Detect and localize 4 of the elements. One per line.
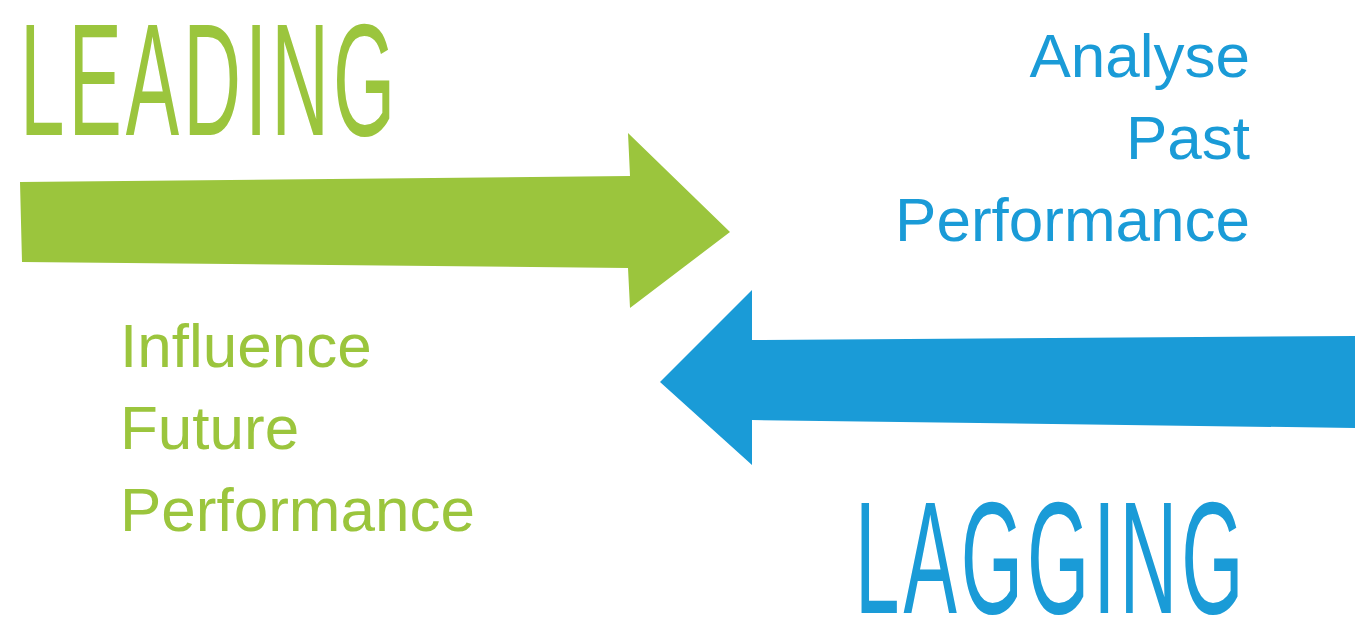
heading: LAGGING [855, 478, 1248, 621]
heading: LEADING [20, 0, 400, 160]
caption-text: Influence Future Performance [120, 310, 475, 546]
caption-text: Analyse Past Performance [895, 20, 1250, 256]
